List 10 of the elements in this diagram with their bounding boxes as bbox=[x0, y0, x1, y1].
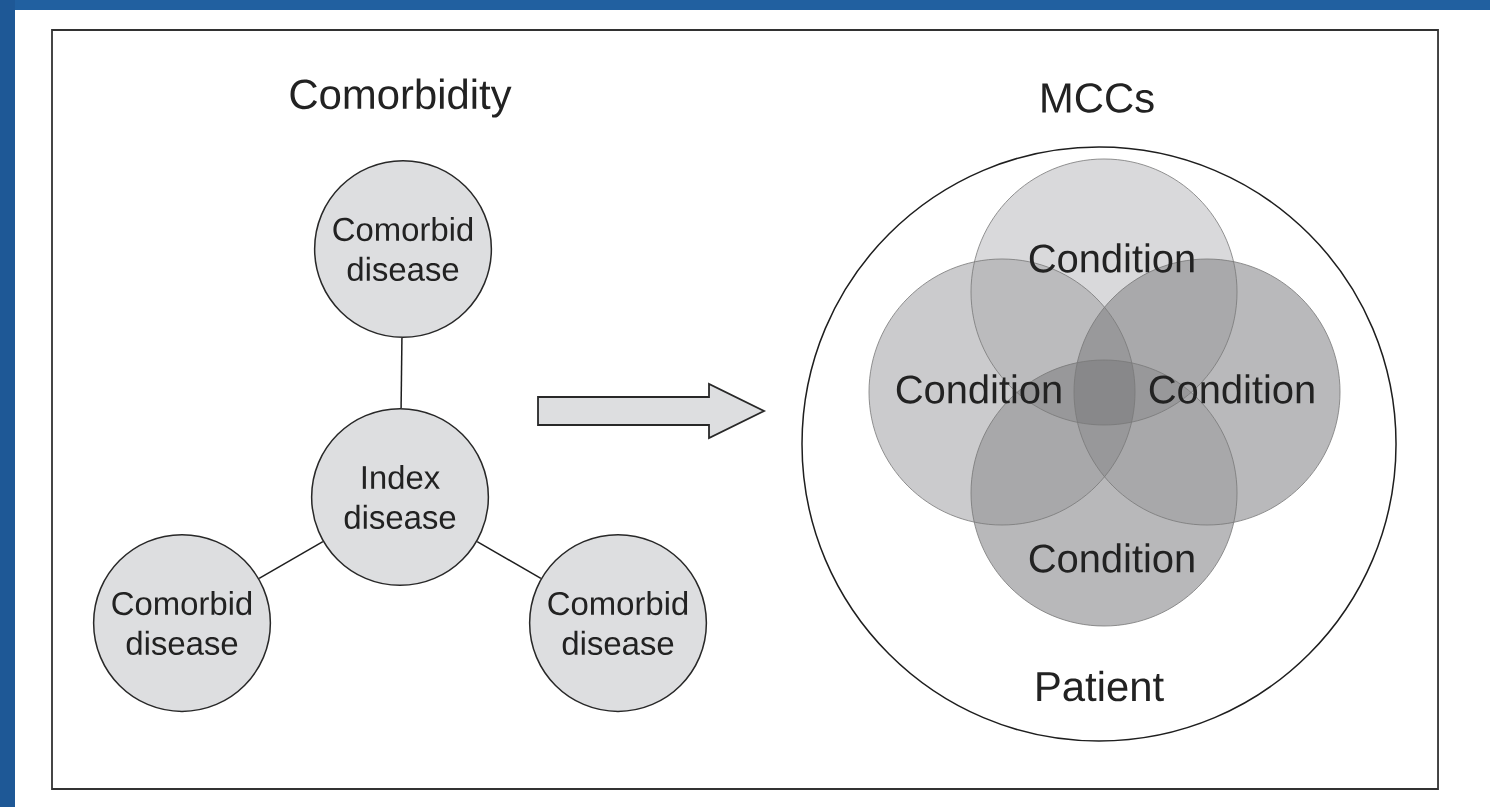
connector-line bbox=[476, 540, 542, 580]
panel-title: MCCs bbox=[1042, 83, 1154, 113]
connector-line bbox=[258, 540, 324, 580]
condition-label: Condition bbox=[1149, 374, 1314, 404]
condition-label: Condition bbox=[896, 374, 1061, 404]
connector-line bbox=[400, 337, 403, 409]
block-arrow bbox=[537, 382, 767, 440]
panel-title: Comorbidity bbox=[290, 78, 512, 118]
condition-label: Condition bbox=[1029, 543, 1194, 573]
condition-label: Condition bbox=[1029, 243, 1194, 273]
